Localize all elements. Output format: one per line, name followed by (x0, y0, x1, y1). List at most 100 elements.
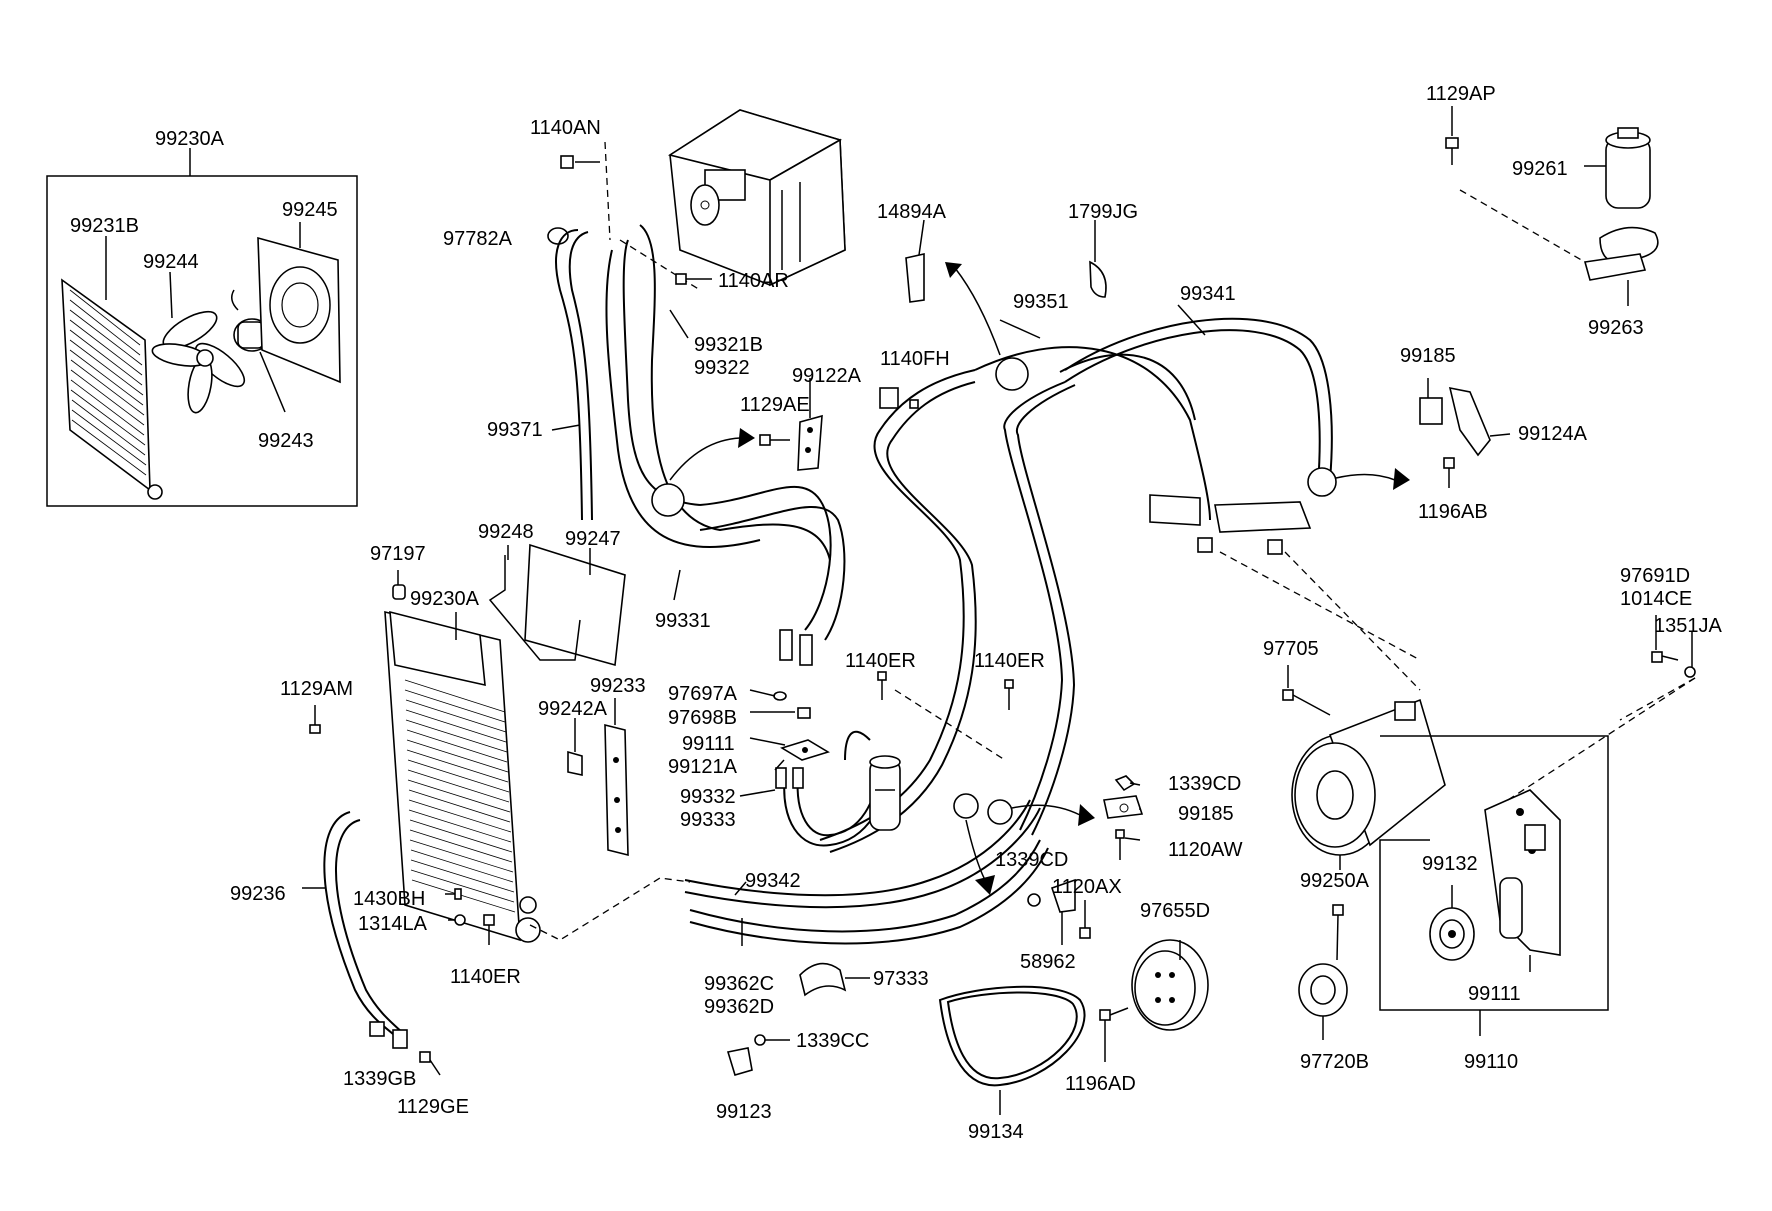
label-1196AB: 1196AB (1418, 501, 1488, 523)
clip-14894A (905, 219, 925, 303)
bracket-99263 (1583, 226, 1659, 306)
label-99111-right: 99111 (1468, 983, 1521, 1005)
pipe-99371 (555, 229, 593, 521)
detail-arrow-2 (954, 267, 1001, 356)
label-1120AW: 1120AW (1168, 839, 1243, 861)
bolts-97691D-1351JA (1651, 615, 1696, 678)
label-1129AE: 1129AE (740, 394, 810, 416)
cap-97197 (392, 584, 406, 600)
label-97333: 97333 (873, 968, 929, 990)
detail-circle-5 (987, 799, 1013, 825)
bolt-1196AD (1099, 1007, 1129, 1062)
label-1140ER-b: 1140ER (974, 650, 1045, 672)
label-99230A-top: 99230A (155, 128, 225, 150)
label-1339CD-a: 1339CD (1168, 773, 1241, 795)
label-97655D: 97655D (1140, 900, 1210, 922)
clip-97333 (799, 962, 870, 997)
label-1129GE: 1129GE (397, 1096, 469, 1118)
label-99342: 99342 (745, 870, 801, 892)
main-condenser-part (384, 610, 541, 943)
label-99185-mid: 99185 (1178, 803, 1234, 825)
bracket-99233 (604, 698, 629, 857)
label-1014CE: 1014CE (1620, 588, 1692, 610)
clip-1140FH (879, 387, 919, 409)
detail-circle-4 (953, 793, 979, 819)
label-1140FH: 1140FH (880, 348, 950, 370)
receiver-drier-99261 (1584, 127, 1651, 209)
detail-circle-2 (995, 357, 1029, 391)
label-97691D: 97691D (1620, 565, 1690, 587)
strap-1799JG (1089, 220, 1107, 298)
label-99247: 99247 (565, 528, 621, 550)
label-99341: 99341 (1180, 283, 1236, 305)
pipe-99236 (302, 811, 408, 1049)
label-99110: 99110 (1464, 1051, 1518, 1073)
compressor-99250A (1291, 698, 1446, 870)
nut-97698B (797, 707, 811, 719)
bracket-99124A (1419, 378, 1511, 488)
label-99250A: 99250A (1300, 870, 1370, 892)
detail-arrow-3 (1335, 473, 1396, 481)
leader-lines (551, 304, 1206, 946)
label-14894A: 14894A (877, 201, 947, 223)
compressor-connectors (1149, 494, 1312, 555)
idler-97720B (1298, 904, 1348, 1040)
label-97698B: 97698B (668, 707, 737, 729)
detail-circle-3 (1307, 467, 1337, 497)
label-97697A: 97697A (668, 683, 738, 705)
fasteners-mid-right (1103, 775, 1144, 860)
label-99244: 99244 (143, 251, 199, 273)
label-99122A: 99122A (792, 365, 862, 387)
detail-arrow-5 (1011, 804, 1081, 816)
bolt-1140AN (560, 155, 600, 169)
evaporator-unit-part (668, 109, 846, 287)
label-1339CC: 1339CC (796, 1030, 869, 1052)
pipe-99341 (1003, 317, 1333, 836)
label-99245: 99245 (282, 199, 338, 221)
tensioner-group-99110 (1379, 735, 1609, 1036)
fan-assembly-group (46, 148, 358, 507)
label-1339GB: 1339GB (343, 1068, 416, 1090)
expansion-valve-part (869, 755, 901, 831)
label-99230A-mid: 99230A (410, 588, 480, 610)
label-99261: 99261 (1512, 158, 1568, 180)
bolt-1129AM (309, 705, 321, 734)
label-99321B: 99321B (694, 334, 763, 356)
small-fasteners-condenser (445, 888, 495, 945)
detail-arrow-1 (669, 437, 741, 481)
pipe-99362C (689, 839, 1049, 945)
label-99132: 99132 (1422, 853, 1478, 875)
label-99121A: 99121A (668, 756, 738, 778)
label-99333: 99333 (680, 809, 736, 831)
detail-circle-1 (651, 483, 685, 517)
label-99243: 99243 (258, 430, 314, 452)
callout-labels: 99230A 99231B 99245 99244 99243 1140AN 9… (70, 83, 1722, 1143)
label-99362D: 99362D (704, 996, 774, 1018)
idler-pulley-99132 (1429, 885, 1475, 961)
label-99236: 99236 (230, 883, 286, 905)
label-97720B: 97720B (1300, 1051, 1369, 1073)
label-1140ER-c: 1140ER (450, 966, 521, 988)
label-99351: 99351 (1013, 291, 1069, 313)
fan-blade-part (151, 310, 246, 414)
label-99332: 99332 (680, 786, 736, 808)
label-99242A: 99242A (538, 698, 608, 720)
label-99231B: 99231B (70, 215, 139, 237)
label-1196AD: 1196AD (1065, 1073, 1136, 1095)
label-99248: 99248 (478, 521, 534, 543)
label-1140ER-a: 1140ER (845, 650, 916, 672)
fasteners-lower-mid (1027, 878, 1091, 945)
label-99111-mid: 99111 (682, 733, 735, 755)
label-99124A: 99124A (1518, 423, 1588, 445)
label-99371: 99371 (487, 419, 543, 441)
drive-belt-99134 (938, 985, 1086, 1115)
label-99331: 99331 (655, 610, 711, 632)
label-97705: 97705 (1263, 638, 1319, 660)
label-1140AR: 1140AR (718, 270, 789, 292)
label-97197: 97197 (370, 543, 426, 565)
bracket-99122A (759, 378, 823, 471)
bracket-99123 (726, 1034, 790, 1076)
label-99233: 99233 (590, 675, 646, 697)
